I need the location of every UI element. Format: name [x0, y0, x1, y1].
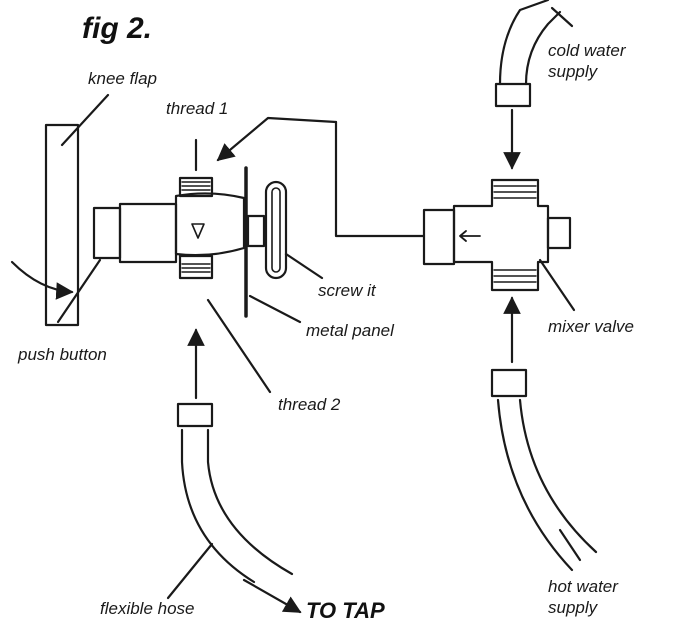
flexible-hose-leader [166, 542, 214, 600]
hot-water-hose [490, 296, 598, 572]
to-tap-arrow [242, 578, 302, 614]
cold-water-supply-label: cold water supply [548, 41, 626, 82]
figure-title: fig 2. [82, 12, 153, 45]
thread-2-label: thread 2 [278, 395, 341, 414]
mixer-valve-leader [538, 258, 576, 312]
metal-panel-label: metal panel [306, 321, 394, 340]
knee-flap [44, 93, 110, 327]
thread-1-arrow [216, 116, 338, 162]
mixer-valve [422, 178, 576, 312]
push-arrow [10, 260, 74, 300]
mixer-valve-label: mixer valve [548, 317, 634, 336]
hot-leader [558, 528, 582, 562]
screw-it-label: screw it [318, 281, 376, 300]
cold-water-hose [494, 0, 574, 170]
knee-flap-leader [60, 93, 110, 147]
push-button-label: push button [18, 345, 107, 364]
to-tap-label: TO TAP [306, 598, 385, 623]
screw-nut [264, 180, 324, 280]
knee-flap-label: knee flap [88, 69, 157, 88]
metal-panel-leader [248, 294, 302, 324]
thread-2-leader [206, 298, 272, 394]
flexible-hose-label: flexible hose [100, 599, 195, 618]
hot-water-supply-label: hot water supply [548, 577, 618, 618]
screw-it-leader [284, 252, 324, 280]
push-button-leader [56, 258, 102, 324]
thread-1-label: thread 1 [166, 99, 229, 118]
cold-leader [550, 6, 574, 28]
connect-pipe [334, 120, 426, 238]
flexible-hose [166, 328, 302, 614]
push-valve [92, 176, 266, 280]
